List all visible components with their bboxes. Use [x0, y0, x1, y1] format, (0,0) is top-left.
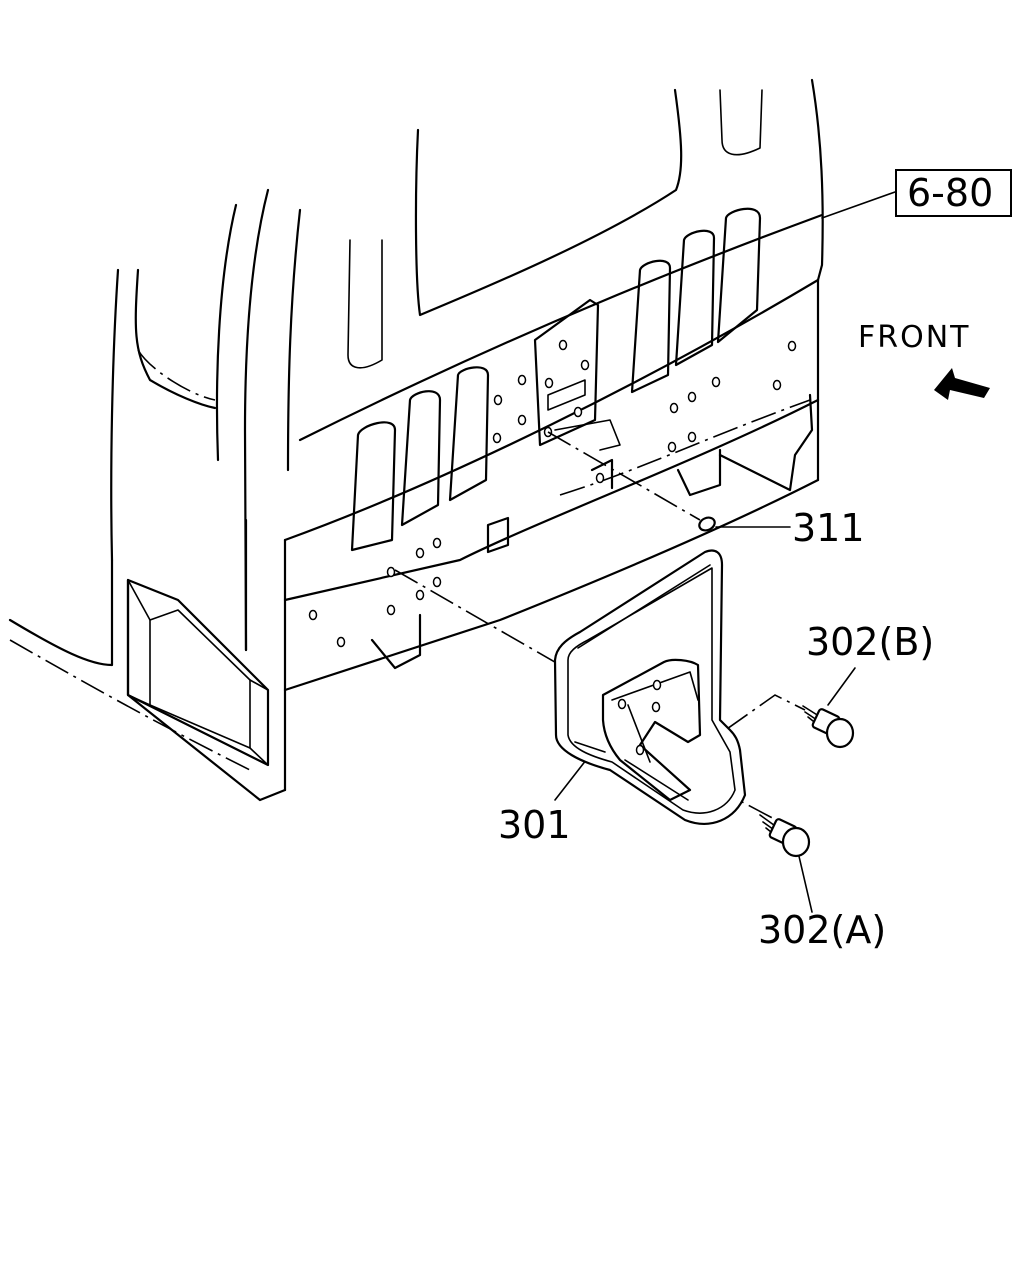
front-label: FRONT	[858, 320, 970, 355]
reference-label: 6-80	[907, 171, 993, 215]
part-302a-bolt	[759, 814, 811, 858]
panel-holes	[308, 339, 797, 648]
front-arrow-icon	[934, 368, 990, 400]
part-302b-bolt	[802, 705, 855, 749]
reference-box	[895, 169, 1012, 217]
part-302b-label: 302(B)	[806, 620, 934, 664]
part-302a-label: 302(A)	[758, 908, 886, 952]
step-recess	[126, 578, 287, 802]
leader-lines	[394, 191, 896, 913]
rear-panel	[283, 278, 820, 792]
part-311-clip	[698, 516, 716, 532]
part-311-label: 311	[792, 506, 865, 550]
part-301-guard	[553, 549, 747, 825]
panel-ribs	[350, 207, 762, 552]
part-301-label: 301	[498, 803, 571, 847]
cab-body	[8, 78, 824, 771]
